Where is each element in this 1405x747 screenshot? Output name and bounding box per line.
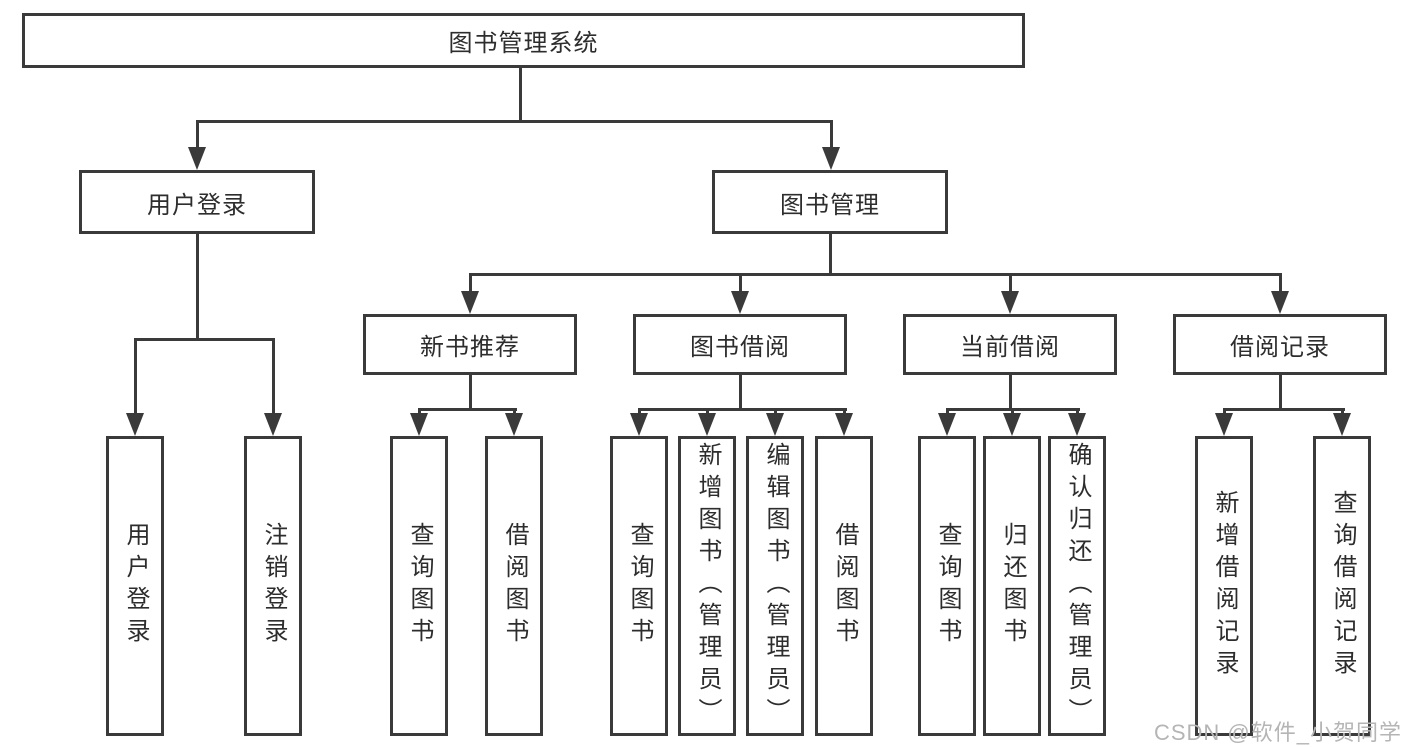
connector-current-drop-1: [946, 408, 949, 413]
leaf-logout-label: 注销登录: [260, 522, 287, 650]
csdn-watermark: CSDN @软件_小贺同学: [1153, 720, 1402, 745]
connector-newbook-drop-1: [418, 408, 421, 413]
leaf-user-login: 用户登录: [106, 436, 164, 736]
arrowhead-leaf-user-login-icon: [126, 413, 144, 436]
node-root-library-system: 图书管理系统: [22, 13, 1025, 68]
node-new-book-recommend: 新书推荐: [363, 314, 577, 375]
connector-newbook-hbar: [418, 408, 517, 411]
leaf-borrowing-edit-books-admin: 编辑图书（管理员）: [746, 436, 804, 736]
leaf-borrowing-add-books-admin-label: 新增图书（管理员）: [694, 442, 721, 730]
connector-root-stem: [519, 68, 522, 120]
connector-newbook-drop-2: [513, 408, 516, 413]
arrowhead-bb-borrow-icon: [835, 413, 853, 436]
node-root-label: 图书管理系统: [448, 30, 599, 57]
connector-bookmgmt-drop-2: [739, 273, 742, 291]
leaf-borrowing-edit-books-admin-label: 编辑图书（管理员）: [762, 442, 789, 730]
leaf-borrowing-borrow-books: 借阅图书: [815, 436, 873, 736]
connector-records-drop-2: [1341, 408, 1344, 413]
connector-current-drop-3: [1076, 408, 1079, 413]
leaf-current-return-books-label: 归还图书: [999, 522, 1026, 650]
arrowhead-current-borrow-icon: [1001, 291, 1019, 314]
connector-root-hbar: [196, 120, 833, 123]
connector-bookmgmt-drop-1: [469, 273, 472, 291]
arrowhead-user-login-icon: [188, 147, 206, 170]
node-book-borrowing-label: 图书借阅: [690, 334, 790, 361]
leaf-records-query-record: 查询借阅记录: [1313, 436, 1371, 736]
leaf-borrowing-add-books-admin: 新增图书（管理员）: [678, 436, 736, 736]
arrowhead-book-mgmt-icon: [822, 147, 840, 170]
node-new-book-recommend-label: 新书推荐: [420, 334, 520, 361]
leaf-borrowing-query-books: 查询图书: [610, 436, 668, 736]
connector-userlogin-stem: [196, 234, 199, 338]
connector-bookmgmt-stem: [829, 234, 832, 273]
connector-records-drop-1: [1223, 408, 1226, 413]
leaf-current-confirm-return-admin-label: 确认归还（管理员）: [1064, 442, 1091, 730]
node-user-login-group-label: 用户登录: [147, 191, 247, 219]
connector-current-drop-2: [1011, 408, 1014, 413]
connector-borrowing-drop-2: [706, 408, 709, 413]
connector-records-stem: [1279, 375, 1282, 408]
leaf-newbook-borrow-books: 借阅图书: [485, 436, 543, 736]
node-book-management-group-label: 图书管理: [780, 191, 880, 219]
connector-borrowing-drop-4: [843, 408, 846, 413]
arrowhead-borrow-records-icon: [1271, 291, 1289, 314]
leaf-current-query-books-label: 查询图书: [934, 522, 961, 650]
arrowhead-bb-add-icon: [698, 413, 716, 436]
arrowhead-leaf-logout-icon: [264, 413, 282, 436]
connector-borrowing-drop-3: [774, 408, 777, 413]
arrowhead-new-books-icon: [461, 291, 479, 314]
connector-root-drop-left: [196, 120, 199, 147]
node-book-management-group: 图书管理: [712, 170, 948, 234]
connector-bookmgmt-drop-4: [1279, 273, 1282, 291]
connector-userlogin-drop-2: [272, 338, 275, 413]
node-borrowing-records-label: 借阅记录: [1230, 334, 1330, 361]
node-current-borrowing: 当前借阅: [903, 314, 1117, 375]
connector-borrowing-stem: [739, 375, 742, 408]
node-current-borrowing-label: 当前借阅: [960, 334, 1060, 361]
leaf-records-add-record: 新增借阅记录: [1195, 436, 1253, 736]
leaf-borrowing-borrow-books-label: 借阅图书: [831, 522, 858, 650]
connector-records-hbar: [1223, 408, 1345, 411]
connector-userlogin-hbar: [134, 338, 275, 341]
node-book-borrowing: 图书借阅: [633, 314, 847, 375]
connector-root-drop-right: [830, 120, 833, 147]
connector-borrowing-hbar: [638, 408, 847, 411]
arrowhead-cb-return-icon: [1003, 413, 1021, 436]
arrowhead-book-borrow-icon: [731, 291, 749, 314]
connector-newbook-stem: [469, 375, 472, 408]
connector-bookmgmt-drop-3: [1009, 273, 1012, 291]
arrowhead-rec-query-icon: [1333, 413, 1351, 436]
connector-userlogin-drop-1: [134, 338, 137, 413]
arrowhead-bb-edit-icon: [766, 413, 784, 436]
leaf-current-return-books: 归还图书: [983, 436, 1041, 736]
leaf-logout: 注销登录: [244, 436, 302, 736]
arrowhead-rec-add-icon: [1215, 413, 1233, 436]
leaf-user-login-label: 用户登录: [122, 522, 149, 650]
node-borrowing-records: 借阅记录: [1173, 314, 1387, 375]
arrowhead-cb-confirm-icon: [1068, 413, 1086, 436]
arrowhead-nb-borrow-icon: [505, 413, 523, 436]
leaf-borrowing-query-books-label: 查询图书: [626, 522, 653, 650]
leaf-current-confirm-return-admin: 确认归还（管理员）: [1048, 436, 1106, 736]
leaf-newbook-borrow-books-label: 借阅图书: [501, 522, 528, 650]
arrowhead-bb-query-icon: [630, 413, 648, 436]
leaf-records-query-record-label: 查询借阅记录: [1329, 490, 1356, 682]
node-user-login-group: 用户登录: [79, 170, 315, 234]
leaf-records-add-record-label: 新增借阅记录: [1211, 490, 1238, 682]
leaf-newbook-query-books: 查询图书: [390, 436, 448, 736]
arrowhead-cb-query-icon: [938, 413, 956, 436]
connector-bookmgmt-hbar: [469, 273, 1282, 276]
arrowhead-nb-query-icon: [410, 413, 428, 436]
connector-current-stem: [1009, 375, 1012, 408]
leaf-newbook-query-books-label: 查询图书: [406, 522, 433, 650]
connector-borrowing-drop-1: [638, 408, 641, 413]
leaf-current-query-books: 查询图书: [918, 436, 976, 736]
